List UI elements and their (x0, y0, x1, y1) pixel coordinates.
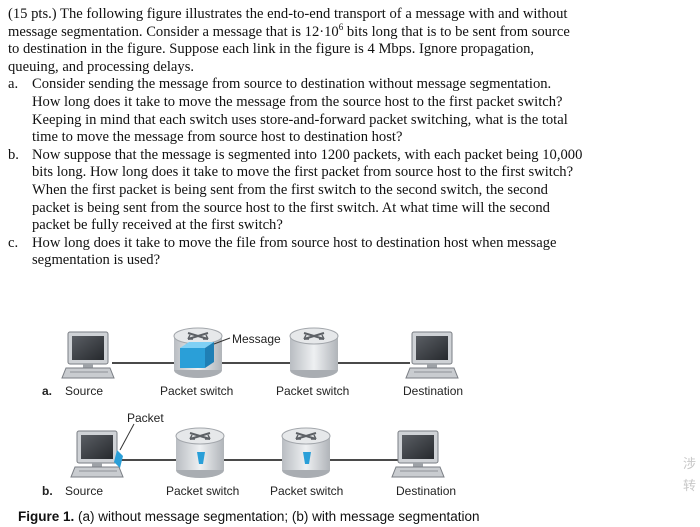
question-b: b. Now suppose that the message is segme… (8, 147, 583, 235)
packet-switch-label: Packet switch (276, 384, 350, 398)
message-label: Message (232, 332, 281, 346)
edge-glyph: 转 (683, 479, 697, 494)
destination-label: Destination (403, 384, 464, 398)
question-b-marker: b. (8, 146, 19, 163)
packet-icon (197, 452, 205, 464)
question-c-marker: c. (8, 234, 19, 251)
packet-label: Packet (127, 411, 164, 425)
destination-label: Destination (396, 484, 457, 498)
source-computer-icon (61, 331, 115, 379)
figure-caption: Figure 1. (a) without message segmentati… (18, 509, 479, 524)
figure-caption-text: (a) without message segmentation; (b) wi… (78, 509, 480, 524)
question-a-marker: a. (8, 76, 19, 93)
packet-switch-label: Packet switch (270, 484, 344, 498)
source-label: Source (65, 384, 104, 398)
row-b-marker: b. (42, 484, 53, 498)
packet-icon (114, 450, 123, 468)
message-block-icon (180, 342, 214, 368)
question-a: a. Consider sending the message from sou… (8, 76, 583, 146)
source-computer-icon (70, 430, 124, 478)
source-label: Source (65, 484, 104, 498)
packet-switch-label: Packet switch (166, 484, 240, 498)
row-a-marker: a. (42, 384, 53, 398)
edge-glyph: 涉 (683, 457, 697, 472)
destination-computer-icon (405, 331, 459, 379)
figure-caption-label: Figure 1. (18, 509, 75, 524)
problem-intro: (15 pts.) The following figure illustrat… (8, 6, 570, 75)
question-c: c. How long does it take to move the fil… (8, 235, 583, 270)
message-callout-line (213, 337, 231, 345)
packet-icon (303, 452, 311, 464)
destination-computer-icon (391, 430, 445, 478)
network-figure (61, 327, 459, 479)
question-c-text: How long does it take to move the file f… (32, 234, 557, 269)
question-b-text: Now suppose that the message is segmente… (32, 146, 583, 234)
packet-switch-label: Packet switch (160, 384, 234, 398)
packet-callout-line (119, 423, 135, 451)
problem-text: (15 pts.) The following figure illustrat… (8, 6, 583, 270)
question-a-text: Consider sending the message from source… (32, 76, 568, 146)
packet-switch-icon (289, 327, 339, 379)
